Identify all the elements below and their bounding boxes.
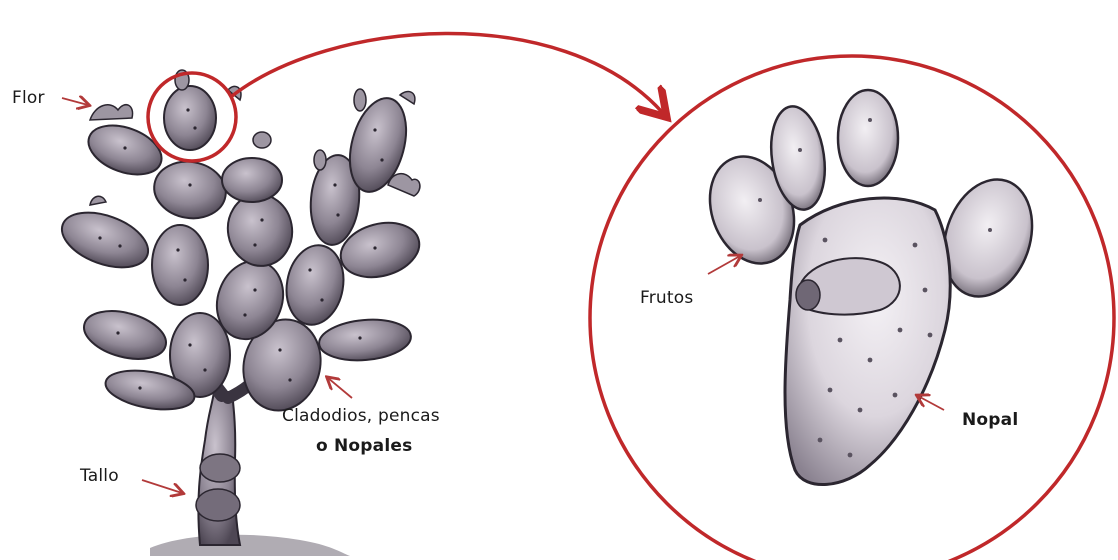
pads-group [55, 86, 426, 419]
pad [150, 156, 231, 224]
label-nopal: Nopal [962, 410, 1018, 430]
nopal-pad [785, 198, 950, 485]
label-cladodios-line2: o Nopales [316, 436, 412, 456]
fruit-small [253, 132, 271, 148]
pad-highlighted [164, 86, 216, 150]
fruit-small [314, 150, 326, 170]
trunk-joint [200, 454, 240, 482]
pad [82, 116, 168, 183]
pad [222, 158, 282, 202]
fruit-small [354, 89, 366, 111]
pad [280, 241, 349, 330]
trunk-joint [196, 489, 240, 521]
frutos-pointer [708, 256, 740, 274]
label-flor: Flor [12, 88, 45, 108]
label-cladodios-line1: Cladodios, pencas [282, 406, 440, 426]
flower [400, 92, 415, 104]
label-frutos: Frutos [640, 288, 693, 308]
tallo-pointer [142, 480, 182, 493]
pad [152, 225, 208, 305]
flower [90, 105, 133, 120]
pad [317, 316, 412, 364]
zoom-callout-arrow [232, 33, 662, 112]
cladodios-pointer [328, 378, 352, 398]
pad [79, 303, 172, 367]
pad [55, 202, 156, 278]
nopal-pointer [918, 396, 944, 410]
fruit [838, 90, 898, 186]
fruit-scar [796, 280, 820, 310]
label-tallo: Tallo [80, 466, 119, 486]
flor-pointer [62, 98, 88, 105]
ground-shadow [150, 535, 350, 556]
flower [388, 174, 420, 196]
flower [90, 196, 106, 205]
